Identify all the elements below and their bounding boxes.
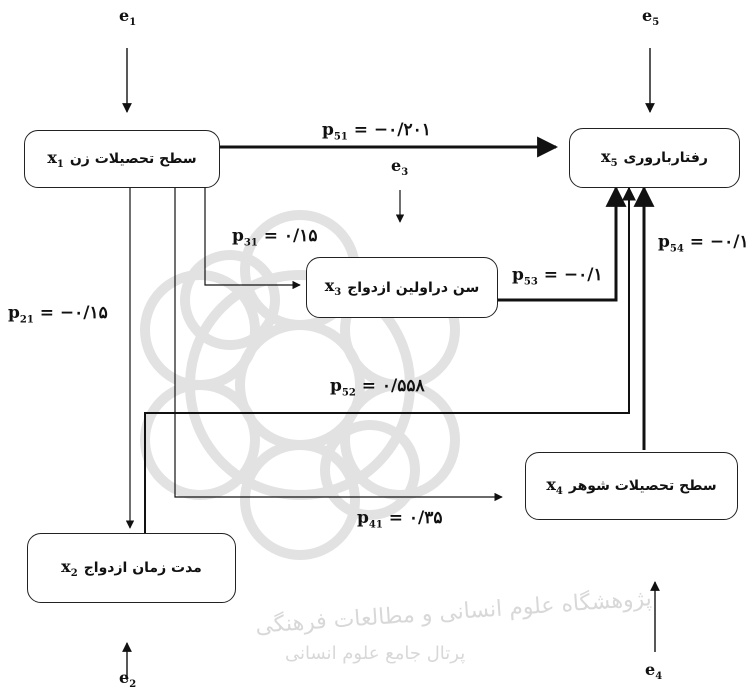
path-label-p52: p52 = ۰/۵۵۸ xyxy=(330,376,425,399)
path-label-p53: p53 = −۰/۱ xyxy=(512,265,603,288)
node-x2: x2 مدت زمان ازدواج xyxy=(27,533,236,603)
arrow-p31 xyxy=(204,188,301,290)
node-x1-var: x1 xyxy=(47,147,64,171)
node-x4-label: سطح تحصيلات شوهر xyxy=(568,478,717,494)
error-e2: e2 xyxy=(119,668,137,690)
arrow-p52 xyxy=(144,186,636,533)
node-x4: x4 سطح تحصيلات شوهر xyxy=(525,452,738,520)
node-x4-var: x4 xyxy=(546,474,563,498)
error-e1: e1 xyxy=(119,6,137,29)
path-label-p41: p41 = ۰/۳۵ xyxy=(357,508,443,531)
node-x5: x5 رفتارباروری xyxy=(569,128,740,188)
arrow-p53 xyxy=(498,185,627,302)
error-e3: e3 xyxy=(391,156,409,179)
node-x2-label: مدت زمان ازدواج xyxy=(83,560,202,576)
watermark-text-line2: پرتال جامع علوم انسانی xyxy=(285,643,466,664)
path-label-p54: p54 = −۰/۱ xyxy=(658,232,749,255)
error-e4: e4 xyxy=(645,660,663,683)
node-x5-var: x5 xyxy=(601,146,618,170)
path-label-p21: p21 = −۰/۱۵ xyxy=(8,303,108,326)
node-x3-label: سن دراولين ازدواج xyxy=(347,279,480,296)
arrow-p41 xyxy=(174,188,503,502)
node-x2-var: x2 xyxy=(61,556,78,580)
path-label-p31: p31 = ۰/۱۵ xyxy=(232,226,318,249)
path-label-p51: p51 = −۰/۲۰۱ xyxy=(322,120,431,143)
node-x1-label: سطح تحصيلات زن xyxy=(69,151,197,167)
node-x1: x1 سطح تحصيلات زن xyxy=(24,130,220,188)
node-x5-label: رفتارباروری xyxy=(623,150,708,166)
node-x3: x3 سن دراولين ازدواج xyxy=(306,257,498,318)
error-e5: e5 xyxy=(642,6,660,29)
node-x3-var: x3 xyxy=(324,276,342,299)
